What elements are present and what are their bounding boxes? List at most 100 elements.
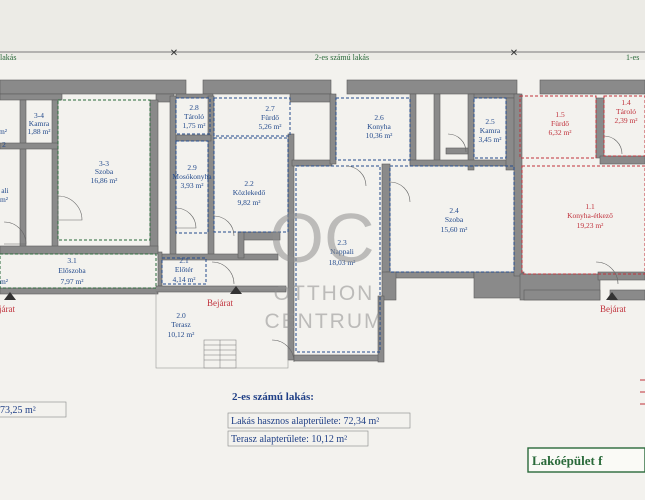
room-2-9: 2.9 Mosókonyha 3,93 m² xyxy=(172,163,212,190)
room-area: 1,75 m² xyxy=(182,121,206,130)
room-number: 2.9 xyxy=(187,163,197,172)
room-area: 2,39 m² xyxy=(614,116,638,125)
room-name: Konyha xyxy=(367,122,391,131)
room-number: 2.2 xyxy=(244,179,254,188)
room-1-1: 1.1 Konyha-étkező 19,23 m² xyxy=(567,202,613,230)
room-name: Előszoba xyxy=(58,266,86,275)
header-center-label: 2-es számú lakás xyxy=(315,53,369,62)
paper-top-band xyxy=(0,0,645,60)
room-area: 18,03 m² xyxy=(329,258,357,267)
room-2-8: 2.8 Tároló 1,75 m² xyxy=(182,103,206,130)
watermark-logo: OC xyxy=(270,199,375,277)
room-2-3: 2.3 Nappali 18,03 m² xyxy=(329,238,357,267)
watermark-line1: OTTHON xyxy=(274,282,375,305)
room-3-1: 3.1 Előszoba 7,97 m² xyxy=(58,256,86,286)
summary-usable-box: Lakás hasznos alapterülete: 72,34 m² xyxy=(227,412,411,429)
entrance-center: Bejárat xyxy=(207,286,242,308)
room-name: Fürdő xyxy=(551,119,569,128)
room-2-6: 2.6 Konyha 10,36 m² xyxy=(366,113,394,140)
room-area: 19,23 m² xyxy=(577,221,605,230)
room-name: Nappali xyxy=(330,247,354,256)
summary-title: 2-es számú lakás: xyxy=(232,391,314,403)
room-name: Kamra xyxy=(480,126,501,135)
room-number: 2.6 xyxy=(374,113,384,122)
room-number: 2.3 xyxy=(337,238,347,247)
room-area: 4,14 m² xyxy=(172,275,196,284)
room-name: Közlekedő xyxy=(233,188,266,197)
room-area: 3,93 m² xyxy=(180,181,204,190)
header-left-label: lakás xyxy=(0,53,16,62)
summary-terrace-area: Terasz alapterülete: 10,12 m² xyxy=(231,434,347,445)
room-2-0: 2.0 Terasz 10,12 m² xyxy=(168,311,196,339)
room-number: 1.1 xyxy=(585,202,595,211)
room-area: 6,32 m² xyxy=(548,128,572,137)
room-area: 7,97 m² xyxy=(60,277,84,286)
building-title-box: Lakóépület f xyxy=(527,447,645,473)
unit1-outline xyxy=(519,95,645,275)
header-right-label: 1-es xyxy=(626,53,639,62)
entrance-center-label: Bejárat xyxy=(207,298,233,308)
edge-fragment-e: 2 xyxy=(2,140,6,149)
entrance-arrow-icon xyxy=(230,286,242,294)
room-name: Terasz xyxy=(171,320,191,329)
building-title-label: Lakóépület f xyxy=(532,453,603,468)
room-number: 2.0 xyxy=(176,311,186,320)
room-area: 9,82 m² xyxy=(237,198,261,207)
entrance-left: járat xyxy=(0,292,16,314)
header-dimension-line: ✕ ✕ xyxy=(0,48,645,59)
door-swings xyxy=(3,133,623,363)
entrance-right-label: Bejárat xyxy=(600,304,626,314)
summary-terrace-box: Terasz alapterülete: 10,12 m² xyxy=(227,430,369,447)
room-area: 5,26 m² xyxy=(258,122,282,131)
room-number: 1.5 xyxy=(555,110,565,119)
entrance-right: Bejárat xyxy=(600,292,626,314)
edge-fragment-c: m² xyxy=(0,195,9,204)
room-area: 10,12 m² xyxy=(168,330,196,339)
room-2-7: 2.7 Fürdő 5,26 m² xyxy=(258,104,282,131)
room-2-2: 2.2 Közlekedő 9,82 m² xyxy=(233,179,266,207)
entrance-left-label: járat xyxy=(0,304,15,314)
summary-left-area: 73,25 m² xyxy=(0,405,36,416)
room-number: 1.4 xyxy=(621,98,631,107)
room-area: 15,60 m² xyxy=(441,225,469,234)
entrance-arrow-icon xyxy=(4,292,16,300)
room-name: Előtér xyxy=(175,265,194,274)
watermark: OC OTTHON CENTRUM xyxy=(265,199,384,333)
svg-text:✕: ✕ xyxy=(170,48,178,59)
room-3-3: 3-3 Szoba 16,86 m² xyxy=(91,159,119,185)
room-name: Kamra xyxy=(29,119,50,128)
right-edge-marks xyxy=(640,379,645,405)
room-2-5: 2.5 Kamra 3,45 m² xyxy=(478,117,502,144)
room-area: 10,36 m² xyxy=(366,131,394,140)
room-3-4: 3-4 Kamra 1,88 m² xyxy=(27,111,51,136)
edge-fragment-d: m² xyxy=(0,277,9,286)
summary-usable-area: Lakás hasznos alapterülete: 72,34 m² xyxy=(231,416,379,427)
watermark-line2: CENTRUM xyxy=(265,310,384,333)
room-name: Szoba xyxy=(445,215,464,224)
terrace-steps xyxy=(203,339,237,369)
room-number: 2.4 xyxy=(449,206,459,215)
room-name: Tároló xyxy=(616,107,636,116)
room-2-4: 2.4 Szoba 15,60 m² xyxy=(441,206,469,234)
edge-fragment-a: m² xyxy=(0,127,8,136)
room-number: 2.1 xyxy=(179,256,189,265)
room-area: 16,86 m² xyxy=(91,176,119,185)
room-number: 3-3 xyxy=(99,159,109,168)
svg-text:✕: ✕ xyxy=(510,48,518,59)
room-2-1: 2.1 Előtér 4,14 m² xyxy=(172,256,196,284)
terrace-outline xyxy=(155,287,289,369)
room-name: Tároló xyxy=(184,112,204,121)
building-walls xyxy=(0,79,645,363)
room-1-5: 1.5 Fürdő 6,32 m² xyxy=(548,110,572,137)
room-number: 2.5 xyxy=(485,117,495,126)
room-number: 2.8 xyxy=(189,103,199,112)
edge-fragment-b: ali xyxy=(1,186,9,195)
room-number: 3-4 xyxy=(34,111,44,120)
entrance-arrow-icon xyxy=(606,292,618,300)
unit2-outline xyxy=(161,97,515,353)
room-name: Mosókonyha xyxy=(172,172,212,181)
room-number: 3.1 xyxy=(67,256,77,265)
room-area: 1,88 m² xyxy=(27,127,51,136)
room-name: Szoba xyxy=(95,167,114,176)
